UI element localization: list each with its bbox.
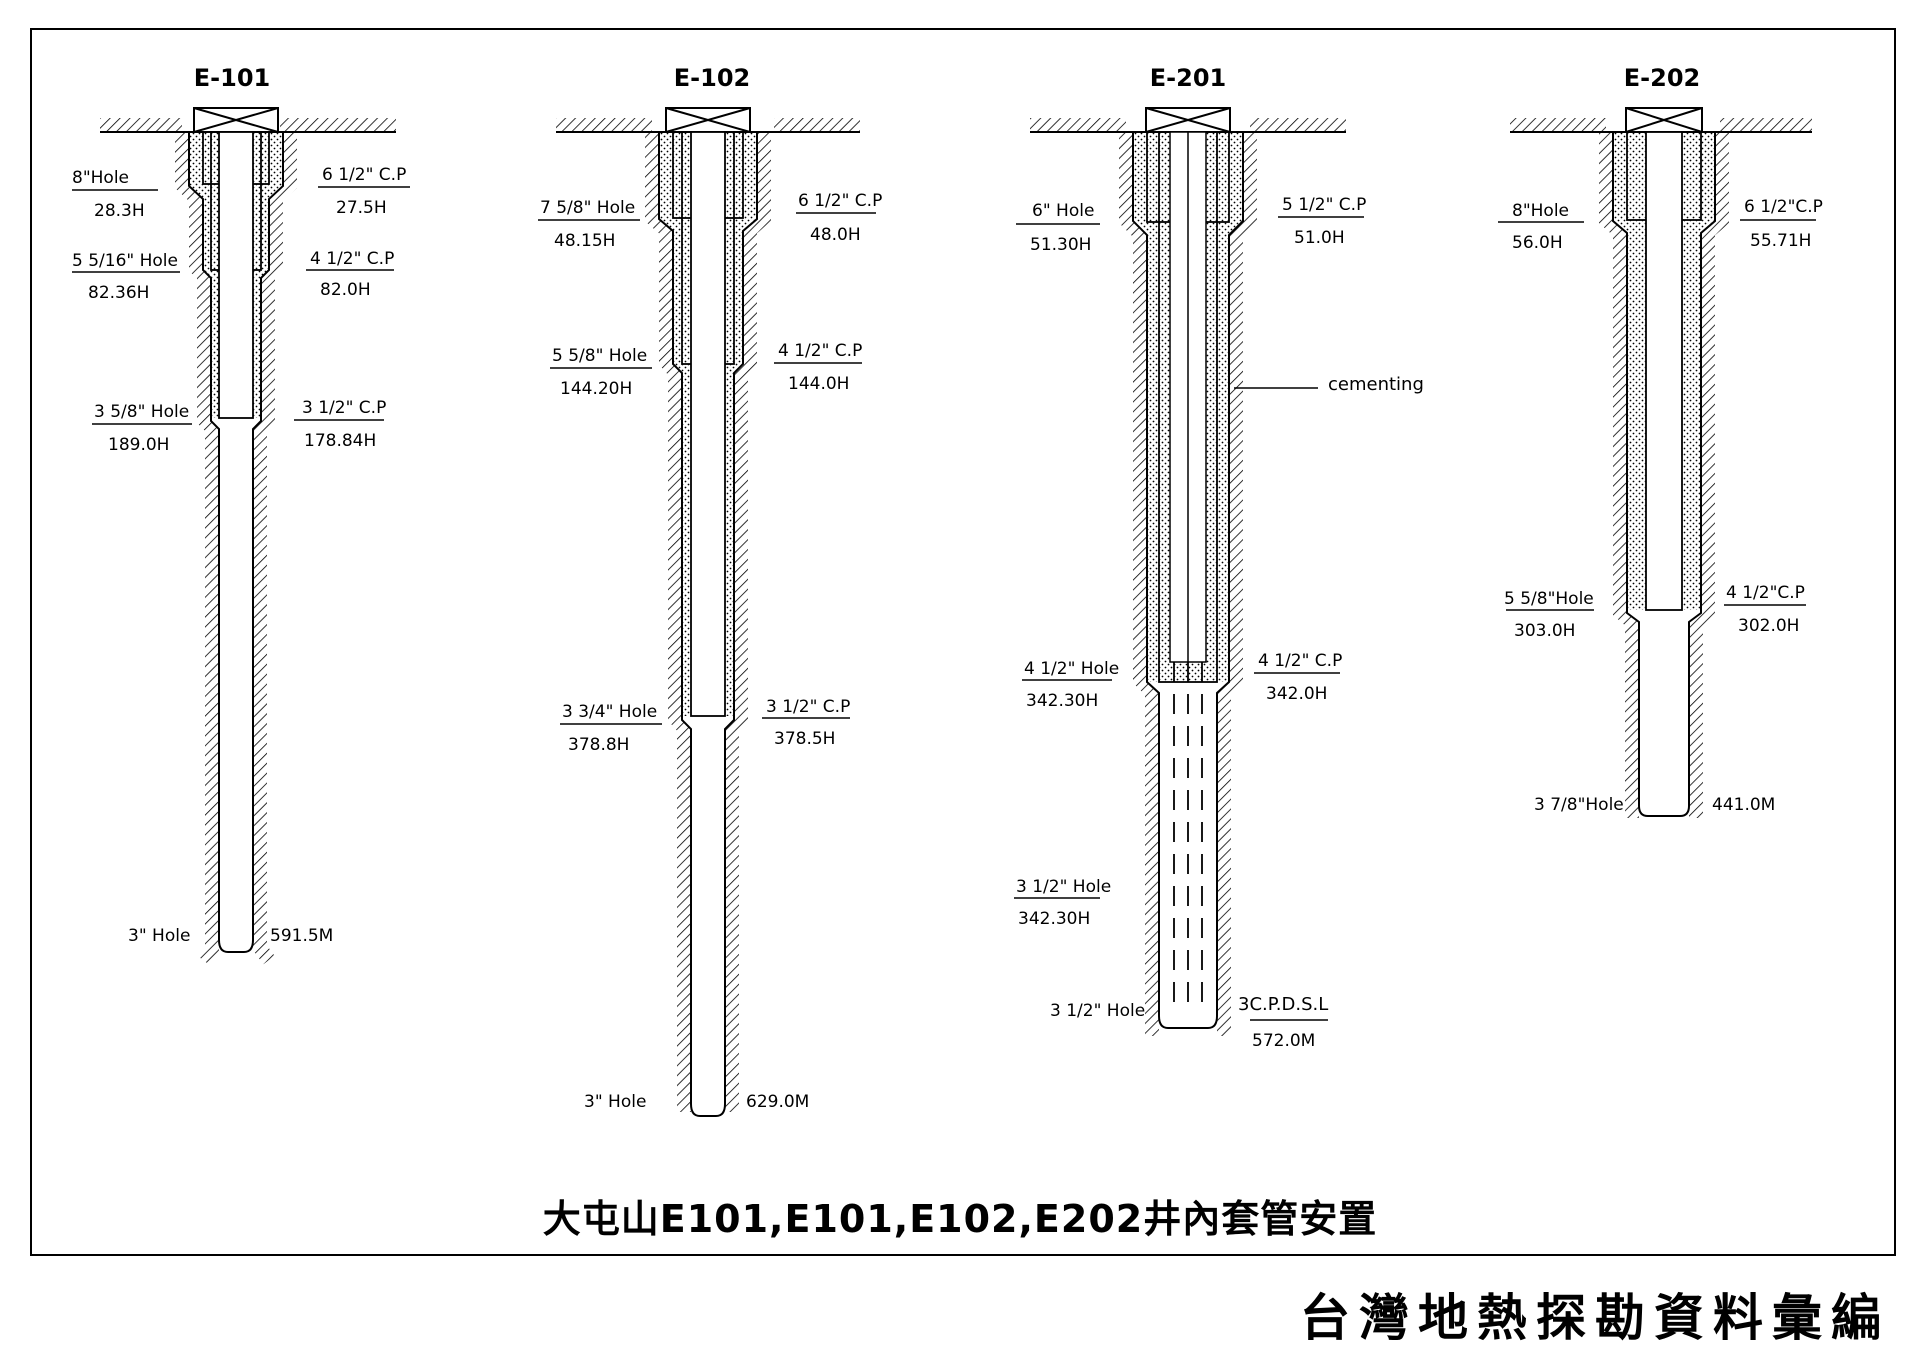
casing-label: 3 1/2" C.P [766, 697, 850, 717]
hole-label: 6" Hole [1032, 201, 1094, 221]
total-depth: 629.0M [746, 1092, 809, 1112]
casing-depth: 302.0H [1738, 616, 1799, 636]
casing-label: 4 1/2"C.P [1726, 583, 1805, 603]
hole-label: 4 1/2" Hole [1024, 659, 1119, 679]
casing-label: 6 1/2" C.P [798, 191, 882, 211]
well-name: E-101 [194, 64, 270, 92]
hole-depth: 144.20H [560, 379, 632, 399]
casing-depth: 378.5H [774, 729, 835, 749]
casing-depth: 342.0H [1266, 684, 1327, 704]
hole-wall-right [253, 132, 297, 965]
hole-wall-right [1217, 132, 1257, 1036]
casing-label: 4 1/2" C.P [1258, 651, 1342, 671]
hole-wall-left [1119, 132, 1159, 1036]
total-depth: 441.0M [1712, 795, 1775, 815]
hole-wall-right [725, 132, 771, 1112]
ground-hatch [1510, 118, 1606, 132]
hole-label: 3 1/2" Hole [1050, 1001, 1145, 1021]
liner-label: 3C.P.D.S.L [1238, 994, 1328, 1015]
figure-caption: 大屯山E101,E101,E102,E202井內套管安置 [542, 1197, 1378, 1241]
total-depth: 572.0M [1252, 1031, 1315, 1051]
wellhead-valve-icon [665, 107, 751, 133]
ground-hatch [1030, 118, 1126, 132]
hole-label: 5 5/8" Hole [552, 346, 647, 366]
hole-label: 7 5/8" Hole [540, 198, 635, 218]
casing-depth: 178.84H [304, 431, 376, 451]
hole-label: 5 5/16" Hole [72, 251, 178, 271]
hole-depth: 303.0H [1514, 621, 1575, 641]
hole-depth: 189.0H [108, 435, 169, 455]
hole-depth: 378.8H [568, 735, 629, 755]
well-name: E-102 [674, 64, 750, 92]
hole-label: 3" Hole [128, 926, 190, 946]
hole-label: 5 5/8"Hole [1504, 589, 1594, 609]
well-e102: E-102 7 5/8" Hole 48.15H 5 5/8" Hole 144… [538, 64, 882, 1117]
casing-label: 3 1/2" C.P [302, 398, 386, 418]
casing-depth: 27.5H [336, 198, 387, 218]
ground-hatch [1250, 118, 1346, 132]
hole-wall-left [645, 132, 691, 1112]
well-e201: E-201 cementing 6" Hole 51.30H 4 1/2" Ho… [1014, 64, 1424, 1051]
casing-depth: 48.0H [810, 225, 861, 245]
casing-depth: 82.0H [320, 280, 371, 300]
well-name: E-201 [1150, 64, 1226, 92]
hole-wall-right [1689, 132, 1729, 818]
casing-depth: 51.0H [1294, 228, 1345, 248]
ground-hatch [100, 118, 182, 132]
hole-depth: 82.36H [88, 283, 149, 303]
source-title: 台灣地熱探勘資料彙編 [1300, 1289, 1890, 1347]
wellhead-valve-icon [1145, 107, 1231, 133]
diagram-frame [30, 28, 1896, 1256]
casing-label: 6 1/2"C.P [1744, 197, 1823, 217]
hole-wall-left [1599, 132, 1639, 818]
hole-depth: 48.15H [554, 231, 615, 251]
well-e202: E-202 8"Hole 56.0H 5 5/8"Hole 303.0H 3 7… [1498, 64, 1823, 818]
casing-3-5in [690, 131, 726, 717]
casing-4-5in [1645, 131, 1683, 611]
hole-label: 8"Hole [72, 168, 129, 188]
casing-label: 6 1/2" C.P [322, 165, 406, 185]
casing-label: 5 1/2" C.P [1282, 195, 1366, 215]
hole-depth: 51.30H [1030, 235, 1091, 255]
hole-label: 3 7/8"Hole [1534, 795, 1624, 815]
hole-label: 3 3/4" Hole [562, 702, 657, 722]
well-e101: E-101 8"Hole 28.3H 5 5/16" Hole 82.36H 3… [72, 64, 410, 965]
ground-hatch [280, 118, 396, 132]
ground-hatch [774, 118, 860, 132]
hole-label: 3" Hole [584, 1092, 646, 1112]
casing-label: 4 1/2" C.P [778, 341, 862, 361]
total-depth: 591.5M [270, 926, 333, 946]
ground-hatch [556, 118, 652, 132]
hole-label: 3 5/8" Hole [94, 402, 189, 422]
wellhead-valve-icon [1625, 107, 1703, 133]
cementing-label: cementing [1328, 374, 1424, 395]
wellhead-valve-icon [193, 107, 279, 133]
hole-depth: 56.0H [1512, 233, 1563, 253]
hole-depth: 28.3H [94, 201, 145, 221]
hole-wall-left [175, 132, 219, 965]
hole-label: 8"Hole [1512, 201, 1569, 221]
hole-depth: 342.30H [1018, 909, 1090, 929]
hole-depth: 342.30H [1026, 691, 1098, 711]
well-name: E-202 [1624, 64, 1700, 92]
hole-label: 3 1/2" Hole [1016, 877, 1111, 897]
casing-depth: 55.71H [1750, 231, 1811, 251]
ground-hatch [1720, 118, 1812, 132]
casing-depth: 144.0H [788, 374, 849, 394]
casing-label: 4 1/2" C.P [310, 249, 394, 269]
casing-3-5in [218, 131, 254, 419]
